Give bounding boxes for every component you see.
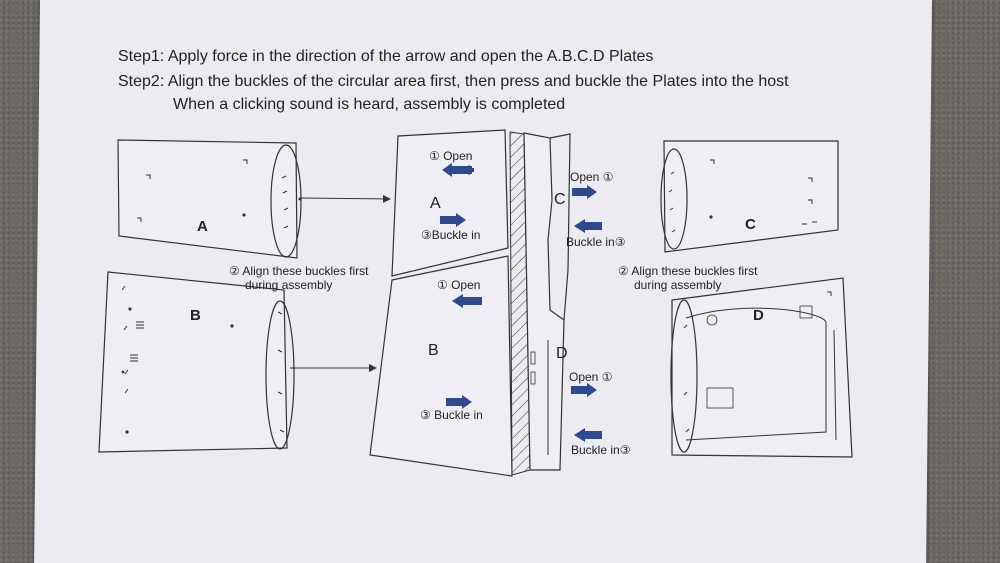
buckle-label-a: ③Buckle in <box>421 228 480 242</box>
buckle-arrow-b-head <box>462 395 472 409</box>
open-arrow-a-shaft <box>450 166 472 174</box>
buckle-arrow-b-shaft <box>446 398 464 406</box>
buckle-arrow-c-head <box>574 219 585 233</box>
console-plate-d-label: D <box>556 345 568 362</box>
buckle-label-b: ③ Buckle in <box>420 408 483 422</box>
buckle-arrow-d-shaft <box>584 431 602 439</box>
open-arrow-b-shaft <box>462 297 482 305</box>
open-arrow-d-head <box>587 383 597 397</box>
plate-b-label: B <box>190 307 201 324</box>
align-note-right-line2: during assembly <box>634 278 721 292</box>
console-plate-b-label: B <box>428 342 439 359</box>
plate-c-panel: C <box>660 140 839 253</box>
plate-a-pointer <box>299 194 391 203</box>
open-label-a: ① Open <box>429 149 472 163</box>
console-plate-a <box>391 129 509 277</box>
buckle-arrow-d-head <box>574 428 585 442</box>
open-arrow-a-head <box>442 163 452 177</box>
open-arrow-b-head <box>452 294 463 308</box>
plate-d-panel: D <box>670 277 853 458</box>
open-label-c: Open ① <box>570 170 613 184</box>
step2-text: Step2: Align the buckles of the circular… <box>118 73 789 90</box>
align-note-right-line1: ② Align these buckles first <box>618 264 758 278</box>
buckle-arrow-a-shaft <box>440 216 458 224</box>
console-plate-a-label: A <box>430 195 441 212</box>
buckle-arrow-a-head <box>456 213 466 227</box>
open-arrow-c-head <box>587 185 597 199</box>
step1-text: Step1: Apply force in the direction of t… <box>118 48 654 65</box>
open-label-b: ① Open <box>437 278 480 292</box>
open-arrow-d-shaft <box>571 386 587 394</box>
console-body <box>509 131 571 476</box>
open-arrow-c-shaft <box>572 188 588 196</box>
buckle-arrow-c-shaft <box>584 222 602 230</box>
align-note-left-line1: ② Align these buckles first <box>229 264 369 278</box>
buckle-label-c: Buckle in③ <box>566 235 625 249</box>
console-plate-b <box>369 255 513 477</box>
plate-b-panel: B <box>98 271 295 453</box>
console-port <box>530 351 536 365</box>
step2-continuation-text: When a clicking sound is heard, assembly… <box>173 96 566 113</box>
plate-d-label: D <box>753 307 764 324</box>
align-note-left-line2: during assembly <box>245 278 332 292</box>
plate-a-label: A <box>197 218 208 235</box>
plate-a-panel: A <box>117 139 302 259</box>
buckle-label-d: Buckle in③ <box>571 443 630 457</box>
console-plate-c-label: C <box>554 191 566 208</box>
plate-c-label: C <box>745 216 756 233</box>
console-port <box>530 371 536 385</box>
open-label-d: Open ① <box>569 370 612 384</box>
